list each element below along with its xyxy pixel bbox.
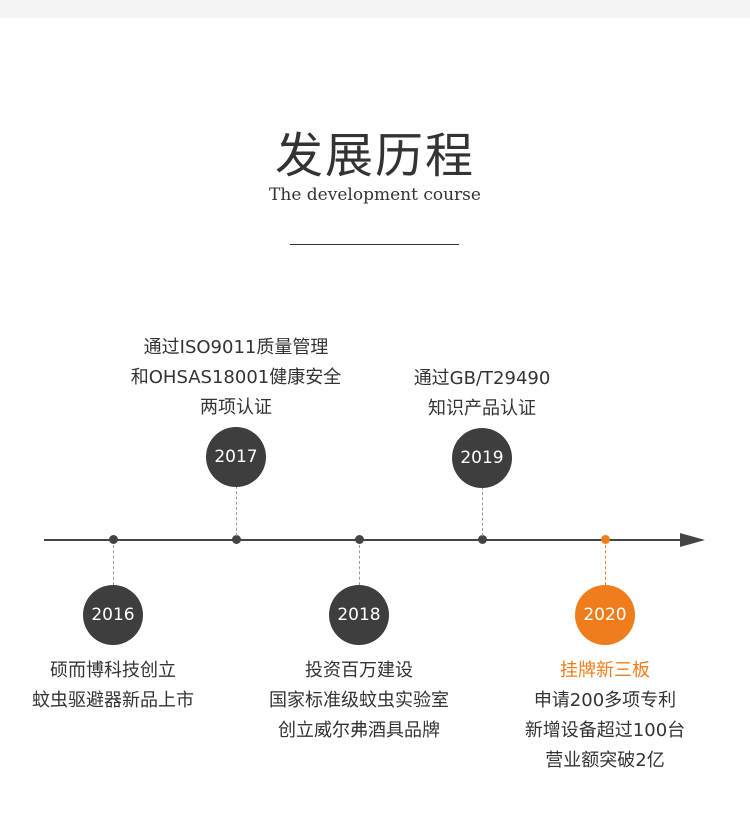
timeline-dot-2017: [232, 535, 241, 544]
year-badge-2017: 2017: [206, 427, 266, 487]
year-badge-2020: 2020: [575, 585, 635, 645]
connector-2019: [482, 487, 483, 536]
milestone-line: 知识产品认证: [428, 398, 536, 419]
milestone-line: 通过ISO9011质量管理: [143, 337, 329, 358]
top-band: [0, 0, 750, 18]
milestone-desc-2016: 硕而博科技创立 蚊虫驱避器新品上市: [13, 656, 213, 716]
timeline-arrow-icon: [680, 533, 705, 547]
milestone-line: 通过GB/T29490: [413, 368, 551, 389]
timeline-dot-2018: [355, 535, 364, 544]
milestone-desc-2017: 通过ISO9011质量管理 和OHSAS18001健康安全 两项认证: [111, 333, 361, 423]
connector-2018: [359, 545, 360, 585]
milestone-line: 创立威尔弗酒具品牌: [278, 720, 440, 741]
connector-2016: [113, 545, 114, 585]
page-title: 发展历程: [274, 128, 475, 184]
milestone-line: 蚊虫驱避器新品上市: [32, 690, 194, 711]
page-subtitle: The development course: [269, 185, 481, 205]
milestone-desc-2018: 投资百万建设 国家标准级蚊虫实验室 创立威尔弗酒具品牌: [249, 656, 469, 746]
title-divider: [290, 244, 459, 245]
milestone-line: 投资百万建设: [305, 660, 413, 681]
connector-2017: [236, 486, 237, 536]
timeline-dot-2016: [109, 535, 118, 544]
milestone-desc-2020: 挂牌新三板 申请200多项专利 新增设备超过100台 营业额突破2亿: [495, 656, 715, 776]
year-badge-2016: 2016: [83, 585, 143, 645]
timeline-dot-2020: [601, 535, 610, 544]
timeline-axis: [44, 539, 684, 541]
milestone-desc-2019: 通过GB/T29490 知识产品认证: [382, 364, 582, 424]
timeline-dot-2019: [478, 535, 487, 544]
milestone-line: 申请200多项专利: [533, 690, 677, 711]
milestone-highlight: 挂牌新三板: [560, 660, 650, 681]
milestone-line: 新增设备超过100台: [524, 720, 686, 741]
connector-2020: [605, 545, 606, 585]
milestone-line: 营业额突破2亿: [545, 750, 665, 771]
year-badge-2019: 2019: [452, 428, 512, 488]
milestone-line: 两项认证: [200, 397, 272, 418]
milestone-line: 国家标准级蚊虫实验室: [269, 690, 449, 711]
milestone-line: 硕而博科技创立: [50, 660, 176, 681]
year-badge-2018: 2018: [329, 585, 389, 645]
milestone-line: 和OHSAS18001健康安全: [130, 367, 342, 388]
